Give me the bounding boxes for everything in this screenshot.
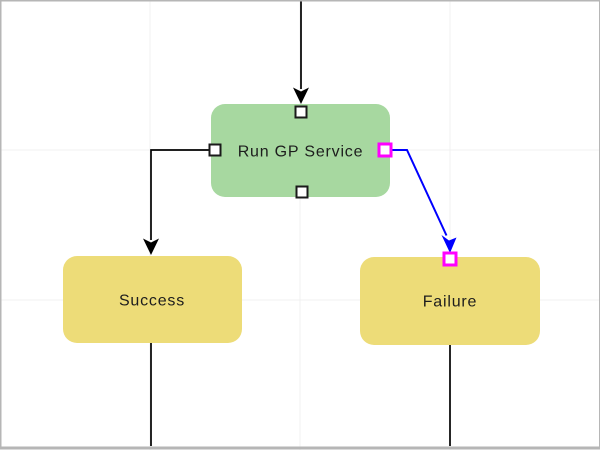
edge-run-gp-to-success-arrowhead-icon <box>143 238 159 255</box>
port-run-gp-bottom[interactable] <box>295 185 309 199</box>
port-run-gp-left[interactable] <box>208 143 222 157</box>
edge-run-gp-to-success[interactable] <box>150 149 209 240</box>
edge-incoming-top-arrowhead-icon <box>293 87 309 104</box>
node-run-gp-service-label: Run GP Service <box>238 144 364 161</box>
node-failure[interactable] <box>360 257 540 345</box>
node-run-gp-service[interactable] <box>211 104 390 197</box>
node-success-label: Success <box>119 293 185 310</box>
ports <box>208 105 458 267</box>
port-failure-top-selected[interactable] <box>442 251 458 267</box>
node-failure-label: Failure <box>423 294 478 311</box>
edge-run-gp-to-failure-arrowhead-icon <box>441 235 457 253</box>
node-success[interactable] <box>63 256 242 343</box>
edges <box>143 0 457 446</box>
edge-run-gp-to-failure-selected[interactable] <box>392 149 448 236</box>
port-run-gp-top[interactable] <box>294 105 308 119</box>
nodes: Run GP Service Success Failure <box>63 104 540 345</box>
port-run-gp-right-selected[interactable] <box>377 142 393 158</box>
